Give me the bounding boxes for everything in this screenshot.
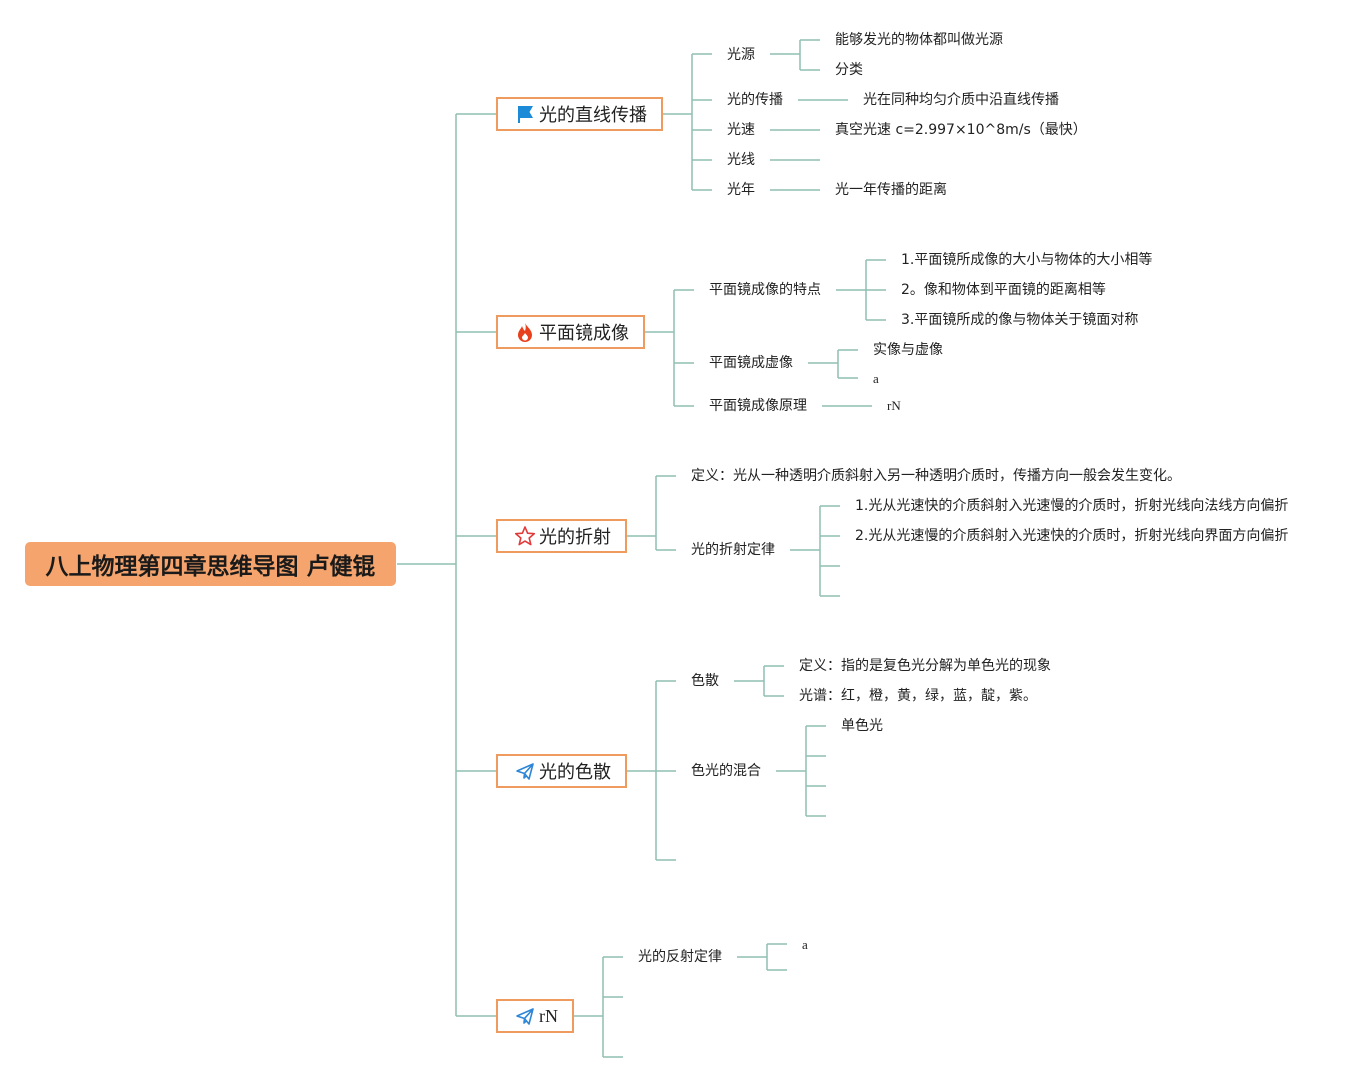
topic-label: 光的色散 [539,762,611,783]
node-refraction-definition[interactable]: 定义：光从一种透明介质斜射入另一种透明介质时，传播方向一般会发生变化。 [691,468,1181,484]
node-reflection-a[interactable]: a [802,937,808,952]
node-mirror-feature-2[interactable]: 2。像和物体到平面镜的距离相等 [901,282,1106,298]
node-refraction-law[interactable]: 光的折射定律 [691,542,775,558]
node-light-source-definition[interactable]: 能够发光的物体都叫做光源 [835,32,1003,48]
node-color-mixing[interactable]: 色光的混合 [691,763,761,779]
node-mirror-feature-3[interactable]: 3.平面镜所成的像与物体关于镜面对称 [901,312,1139,328]
node-dispersion-definition[interactable]: 定义：指的是复色光分解为单色光的现象 [799,658,1051,674]
topic-plane-mirror[interactable]: 平面镜成像 [496,315,645,349]
topic-label: 平面镜成像 [539,323,629,344]
topic-label: 光的折射 [539,527,611,548]
node-dispersion[interactable]: 色散 [691,673,719,689]
root-node[interactable]: 八上物理第四章思维导图 卢健锟 [25,542,396,586]
star-icon [514,525,536,547]
node-reflection-law[interactable]: 光的反射定律 [638,949,722,965]
node-mirror-feature-1[interactable]: 1.平面镜所成像的大小与物体的大小相等 [901,252,1153,268]
node-light-propagation-definition[interactable]: 光在同种均匀介质中沿直线传播 [863,92,1059,108]
node-light-year[interactable]: 光年 [727,182,755,198]
node-light-speed-value[interactable]: 真空光速 c=2.997×10^8m/s（最快） [835,122,1087,138]
node-light-source[interactable]: 光源 [727,47,755,63]
node-light-ray[interactable]: 光线 [727,152,755,168]
node-principle-rn[interactable]: rN [887,398,901,413]
flag-icon [514,103,536,125]
paper-plane-icon [514,1005,536,1027]
paper-plane-icon [514,760,536,782]
topic-label: 光的直线传播 [539,105,647,126]
node-refraction-law-2[interactable]: 2.光从光速慢的介质斜射入光速快的介质时，折射光线向界面方向偏折 [855,528,1289,544]
node-mirror-features[interactable]: 平面镜成像的特点 [709,282,821,298]
topic-rn[interactable]: rN [496,999,574,1033]
node-light-propagation[interactable]: 光的传播 [727,92,783,108]
node-virtual-a[interactable]: a [873,371,879,386]
node-light-source-classification[interactable]: 分类 [835,62,863,78]
node-refraction-law-1[interactable]: 1.光从光速快的介质斜射入光速慢的介质时，折射光线向法线方向偏折 [855,498,1289,514]
topic-dispersion[interactable]: 光的色散 [496,754,627,788]
topic-refraction[interactable]: 光的折射 [496,519,627,553]
node-light-speed[interactable]: 光速 [727,122,755,138]
node-light-year-definition[interactable]: 光一年传播的距离 [835,182,947,198]
root-title: 八上物理第四章思维导图 卢健锟 [45,554,376,580]
topic-label: rN [539,1005,558,1026]
node-spectrum[interactable]: 光谱：红，橙，黄，绿，蓝，靛，紫。 [799,688,1037,704]
fire-icon [514,321,536,343]
node-mirror-principle[interactable]: 平面镜成像原理 [709,398,807,414]
node-monochromatic-light[interactable]: 单色光 [841,718,883,734]
topic-straight-propagation[interactable]: 光的直线传播 [496,97,663,131]
node-real-and-virtual-image[interactable]: 实像与虚像 [873,342,943,358]
node-mirror-virtual-image[interactable]: 平面镜成虚像 [709,355,793,371]
